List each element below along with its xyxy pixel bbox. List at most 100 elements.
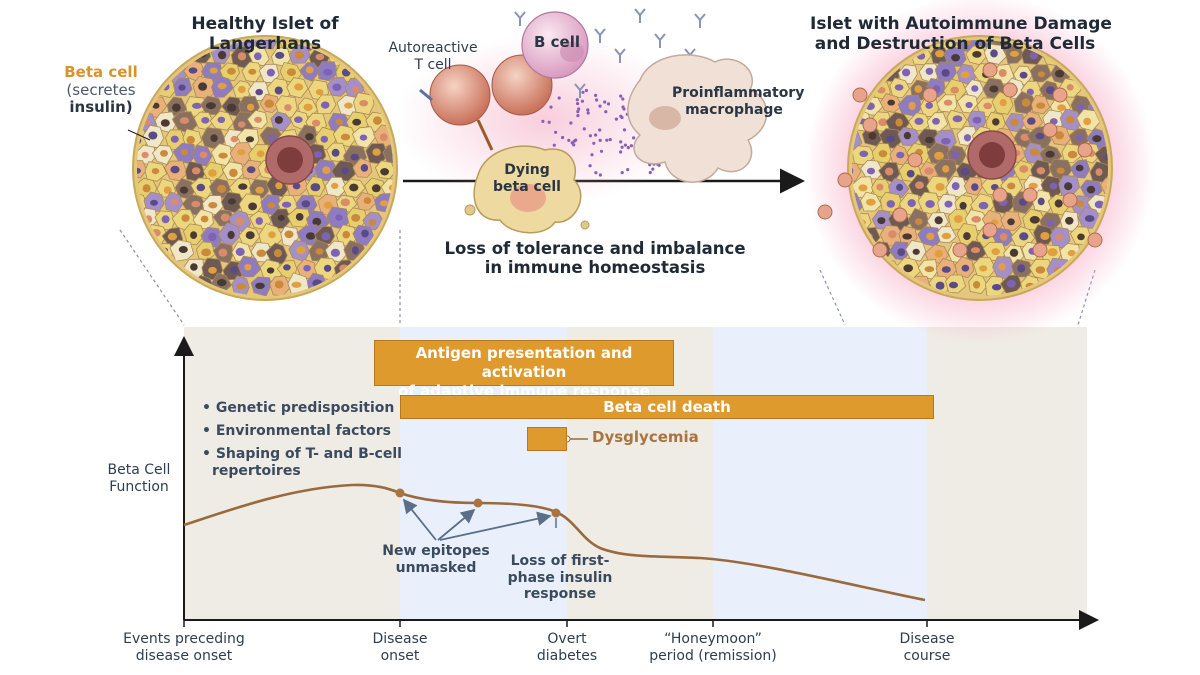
islet-cell-nucleus <box>944 200 953 208</box>
islet-cell-nucleus <box>915 181 924 189</box>
islet-cell-nucleus <box>978 201 989 210</box>
islet-cell-nucleus <box>217 50 227 60</box>
cytokine-dot <box>594 133 598 137</box>
islet-cell-nucleus <box>210 134 218 143</box>
infiltrating-immune-cell <box>1022 187 1038 203</box>
annotation-line: New epitopes <box>382 543 490 559</box>
infiltrating-immune-cell <box>1042 122 1058 138</box>
islet-cell-nucleus <box>151 168 160 175</box>
islet-cell-nucleus <box>264 99 275 108</box>
islet-cell-nucleus <box>1046 219 1055 227</box>
islet-cell-nucleus <box>970 247 981 254</box>
first-phase-annotation: Loss of first- phase insulin response <box>500 553 620 603</box>
islet-cell-nucleus <box>959 201 967 210</box>
infiltrating-immune-cell <box>1002 82 1018 98</box>
islet-cell-nucleus <box>859 150 869 157</box>
cytokine-dot <box>592 141 596 145</box>
annotation-line: phase insulin <box>507 569 613 586</box>
islet-cell-nucleus <box>368 218 377 226</box>
label-line: Proinflammatory <box>672 85 805 101</box>
label-line: beta cell <box>493 178 561 195</box>
islet-cell-nucleus <box>1037 197 1045 206</box>
cytokine-dot <box>605 138 609 142</box>
islet-cell-nucleus <box>341 167 349 175</box>
islet-cell-nucleus <box>275 182 283 190</box>
islet-cell-nucleus <box>199 151 208 159</box>
x-label-course: Disease course <box>877 631 977 664</box>
islet-cell-nucleus <box>245 136 255 143</box>
islet-cell <box>852 162 862 182</box>
islet-cell-nucleus <box>246 166 256 174</box>
x-label-preceding: Events preceding disease onset <box>104 631 264 664</box>
infiltrating-immune-cell <box>1032 242 1048 258</box>
beta-cell-pointer <box>127 129 151 141</box>
islet-cell-nucleus <box>237 85 246 94</box>
islet-cell-nucleus <box>903 264 913 273</box>
axis-label-line: Beta Cell <box>107 462 171 478</box>
cytokine-dot <box>541 119 545 123</box>
x-label-overt: Overt diabetes <box>517 631 617 664</box>
islet-cell-nucleus <box>248 68 257 75</box>
islet-cell-nucleus <box>237 149 246 156</box>
islet-cell-nucleus <box>335 214 343 221</box>
islet-cell-nucleus <box>1104 154 1108 161</box>
islet-cell-nucleus <box>359 134 368 141</box>
islet-cell-nucleus <box>963 40 972 46</box>
islet-cell-nucleus <box>256 150 265 158</box>
islet-cell-nucleus <box>886 200 895 208</box>
islet-cell-nucleus <box>934 249 943 258</box>
islet-cell-nucleus <box>1029 51 1038 60</box>
islet-cell-nucleus <box>294 116 303 123</box>
cytokine-dot <box>622 128 627 132</box>
islet-cell-nucleus <box>291 281 302 288</box>
islet-cell-nucleus <box>941 137 951 145</box>
islet-cell-nucleus <box>1049 182 1058 190</box>
islet-cell-nucleus <box>303 103 313 112</box>
islet-cell-nucleus <box>992 284 1002 291</box>
islet-cell-nucleus <box>218 248 228 257</box>
islet-cell-nucleus <box>1086 185 1096 194</box>
islet-cell-nucleus <box>868 131 877 140</box>
islet-cell-nucleus <box>952 115 963 123</box>
beta-cell-note: insulin) <box>69 98 133 117</box>
cytokine-dot <box>584 88 589 93</box>
islet-cell-nucleus <box>361 229 369 238</box>
islet-cell-nucleus <box>951 151 960 159</box>
islet-cell-nucleus <box>229 168 238 178</box>
islet-cell-nucleus <box>1040 232 1050 240</box>
islet-cell-nucleus <box>906 169 915 178</box>
islet-cell-nucleus <box>960 167 970 176</box>
islet-cell-nucleus <box>254 116 262 123</box>
islet-cell-nucleus <box>894 84 904 91</box>
islet-cell-nucleus <box>878 150 888 158</box>
islet-cell-nucleus <box>1057 104 1066 111</box>
caption-line: Loss of tolerance and imbalance <box>444 239 746 258</box>
islet-cell-nucleus <box>294 51 305 60</box>
islet-cell-nucleus <box>320 135 328 143</box>
islet-cell-nucleus <box>281 201 292 208</box>
islet-cell-nucleus <box>1075 164 1084 172</box>
beta-function-curve <box>183 483 926 602</box>
islet-cell-nucleus <box>190 231 198 240</box>
islet-cell-nucleus <box>255 88 263 96</box>
cytokine-dot <box>621 97 625 101</box>
islet-cell-nucleus <box>971 85 979 92</box>
t-cell-label: Autoreactive T cell <box>385 40 481 73</box>
islet-cell-nucleus <box>1019 165 1029 173</box>
islet-cell-nucleus <box>1036 102 1046 109</box>
islet-cell-nucleus <box>1007 182 1016 190</box>
islet-cell-nucleus <box>274 116 283 124</box>
islet-cell-nucleus <box>244 264 252 271</box>
islet-cell-nucleus <box>237 52 247 61</box>
islet-cell-nucleus <box>941 266 951 273</box>
antigen-presentation-bar: Antigen presentation and activation of a… <box>374 340 674 400</box>
islet-cell-nucleus <box>1095 168 1103 176</box>
islet-cell-nucleus <box>141 151 149 159</box>
islet-cell-nucleus <box>1037 71 1045 78</box>
islet-cell-nucleus <box>255 282 265 289</box>
cytokine-dot <box>648 170 652 175</box>
islet-cell-nucleus <box>926 232 935 240</box>
infiltrating-immune-cell <box>1052 87 1068 103</box>
islet-cell-nucleus <box>294 83 304 91</box>
islet-cell-nucleus <box>331 182 339 189</box>
